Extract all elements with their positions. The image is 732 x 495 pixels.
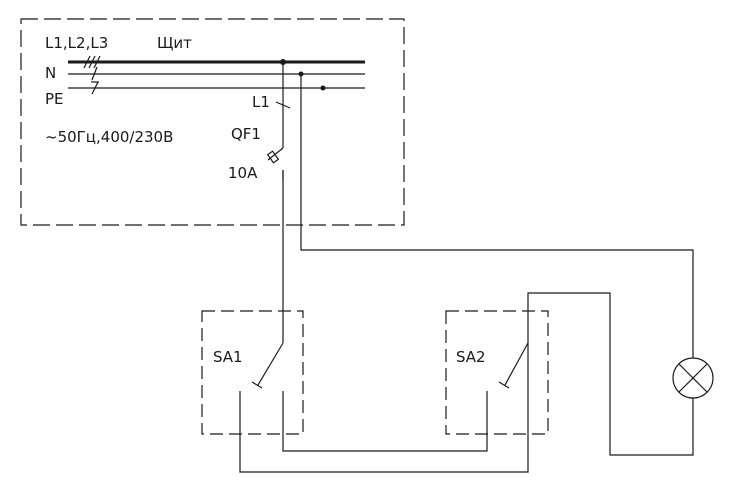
breaker-qf1 — [266, 147, 284, 180]
breaker-label: QF1 — [231, 125, 261, 143]
traveler-wire-upper — [282, 391, 488, 452]
traveler-wire-lower — [239, 292, 694, 473]
switch-sa1-label: SA1 — [213, 348, 243, 366]
l1-tap-tick — [275, 101, 291, 109]
neutral-wire-to-lamp — [300, 74, 694, 358]
pe-label: PE — [45, 90, 64, 108]
breaker-rating: 10A — [228, 164, 258, 182]
lamp-cross-circle-icon — [672, 357, 714, 399]
panel-enclosure — [20, 18, 405, 226]
phase-count-ticks — [83, 55, 101, 69]
neutral-label: N — [45, 64, 56, 82]
switch-sa1-contacts — [251, 342, 284, 389]
panel-label: Щит — [157, 34, 192, 52]
switch-sa1-enclosure — [201, 310, 304, 435]
supply-label: ~50Гц,400/230В — [45, 128, 173, 146]
phase-tap-label: L1 — [252, 93, 270, 111]
pe-tick — [91, 81, 99, 95]
pe-junction-dot — [320, 85, 326, 91]
switch-sa2-enclosure — [445, 310, 549, 435]
switch-sa2-contacts — [498, 342, 529, 389]
switch-sa2-label: SA2 — [456, 348, 486, 366]
neutral-tick — [91, 66, 98, 81]
phases-label: L1,L2,L3 — [45, 34, 108, 52]
